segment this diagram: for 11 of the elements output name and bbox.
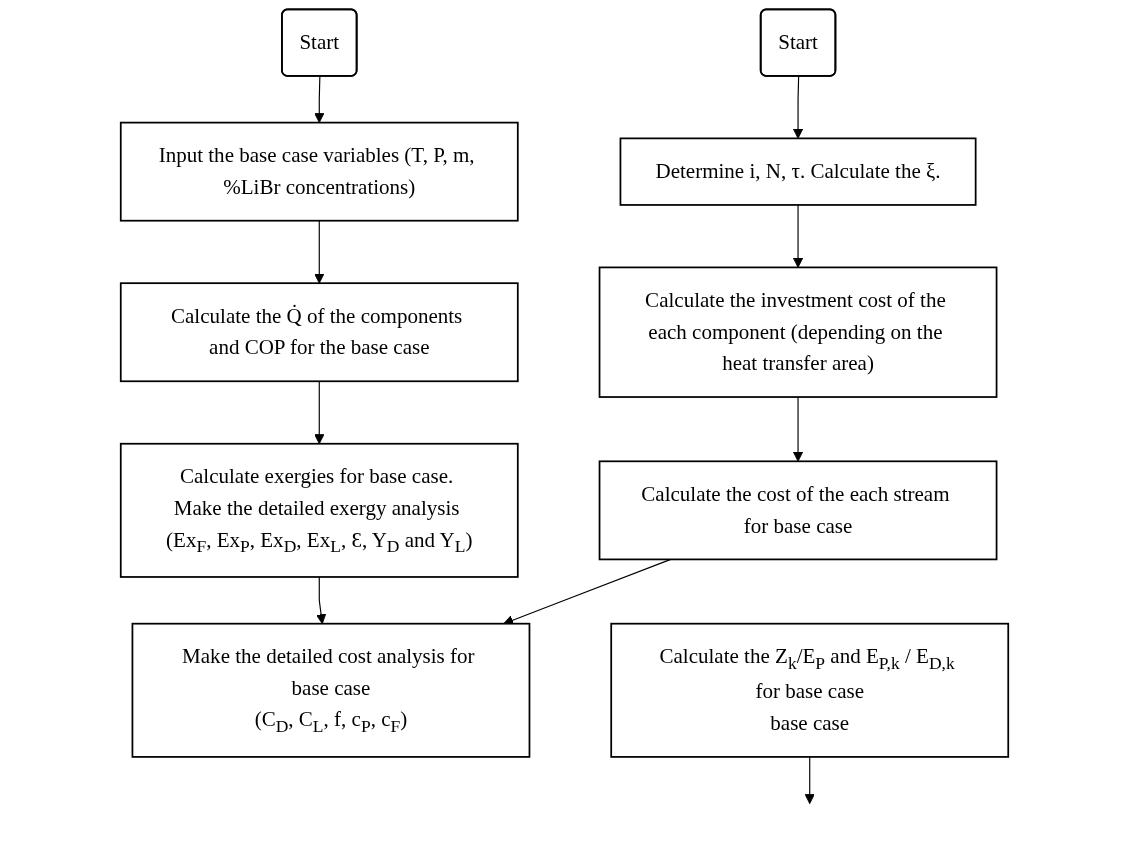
process-box: Calculate the investment cost of the each component (depending on the heat transfer area) xyxy=(598,266,998,398)
process-box: Start xyxy=(759,8,837,77)
process-box: Start xyxy=(281,8,358,77)
process-box: Calculate exergies for base case. Make the detailed exergy analysis (Ex$_{F}$, Ex$_{P}$, Ex$_{D}$, Ex$_{L}$, Ɛ, Y$_{D}$ and Y$_{L}$) xyxy=(119,442,519,578)
process-box: Calculate the Z$_{k}$/E$_{P}$ and E$_{P,k}$ / E$_{D,k}$ for base case base case xyxy=(610,622,1010,758)
process-box: Make the detailed cost analysis for base case (C$_{D}$, C$_{L}$, f, c$_{P}$, c$_{F}$) xyxy=(131,622,531,758)
node-label: base case xyxy=(770,711,850,735)
process-box: Input the base case variables (T, P, m, %LiBr concentrations) xyxy=(119,121,519,222)
process-box: Calculate the cost of the each stream for base case xyxy=(598,460,998,561)
process-box: Calculate the Q̇ of the components and COP for the base case xyxy=(119,282,519,383)
process-box: Determine i, N, τ. Calculate the ξ. xyxy=(619,137,977,206)
